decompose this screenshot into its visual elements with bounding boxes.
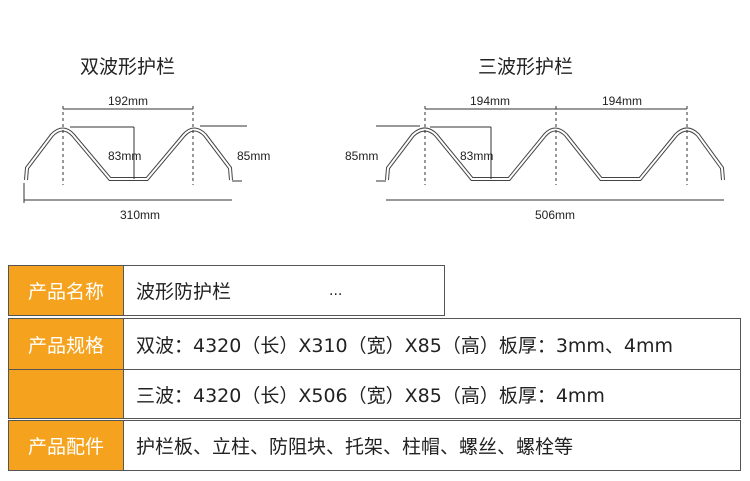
spec-row-triple: 三波：4320（长）X506（宽）X85（高）板厚：4mm bbox=[8, 369, 741, 419]
triple-wave-title: 三波形护栏 bbox=[478, 56, 574, 78]
product-parts-label: 产品配件 bbox=[9, 421, 124, 470]
cross-section-diagrams: 192mm 83mm 85mm 310mm 194mm 194mm 83mm 8… bbox=[23, 94, 725, 222]
spec-triple-value: 三波：4320（长）X506（宽）X85（高）板厚：4mm bbox=[124, 370, 740, 418]
double-width-label: 310mm bbox=[120, 208, 160, 222]
triple-width-label: 506mm bbox=[535, 208, 575, 222]
parts-row: 产品配件 护栏板、立柱、防阻块、托架、柱帽、螺丝、螺栓等 bbox=[8, 420, 741, 471]
double-height-label: 85mm bbox=[237, 149, 270, 163]
product-name-label: 产品名称 bbox=[9, 266, 124, 315]
triple-height-label: 85mm bbox=[345, 149, 378, 163]
product-name-row: 产品名称 波形防护栏... bbox=[8, 265, 445, 316]
product-name-extra: ... bbox=[329, 282, 343, 299]
parts-value: 护栏板、立柱、防阻块、托架、柱帽、螺丝、螺栓等 bbox=[124, 421, 740, 470]
triple-depth-label: 83mm bbox=[460, 149, 493, 163]
double-depth-label: 83mm bbox=[108, 149, 141, 163]
spec-label-blank bbox=[9, 370, 124, 418]
triple-pitch-2-label: 194mm bbox=[602, 94, 642, 108]
spec-double-value: 双波：4320（长）X310（宽）X85（高）板厚：3mm、4mm bbox=[124, 319, 740, 369]
double-wave-title: 双波形护栏 bbox=[80, 56, 176, 78]
product-name-value: 波形防护栏 bbox=[136, 281, 232, 303]
product-spec-label: 产品规格 bbox=[9, 319, 124, 369]
triple-pitch-1-label: 194mm bbox=[470, 94, 510, 108]
spec-row-double: 产品规格 双波：4320（长）X310（宽）X85（高）板厚：3mm、4mm bbox=[8, 318, 741, 370]
double-pitch-label: 192mm bbox=[108, 94, 148, 108]
